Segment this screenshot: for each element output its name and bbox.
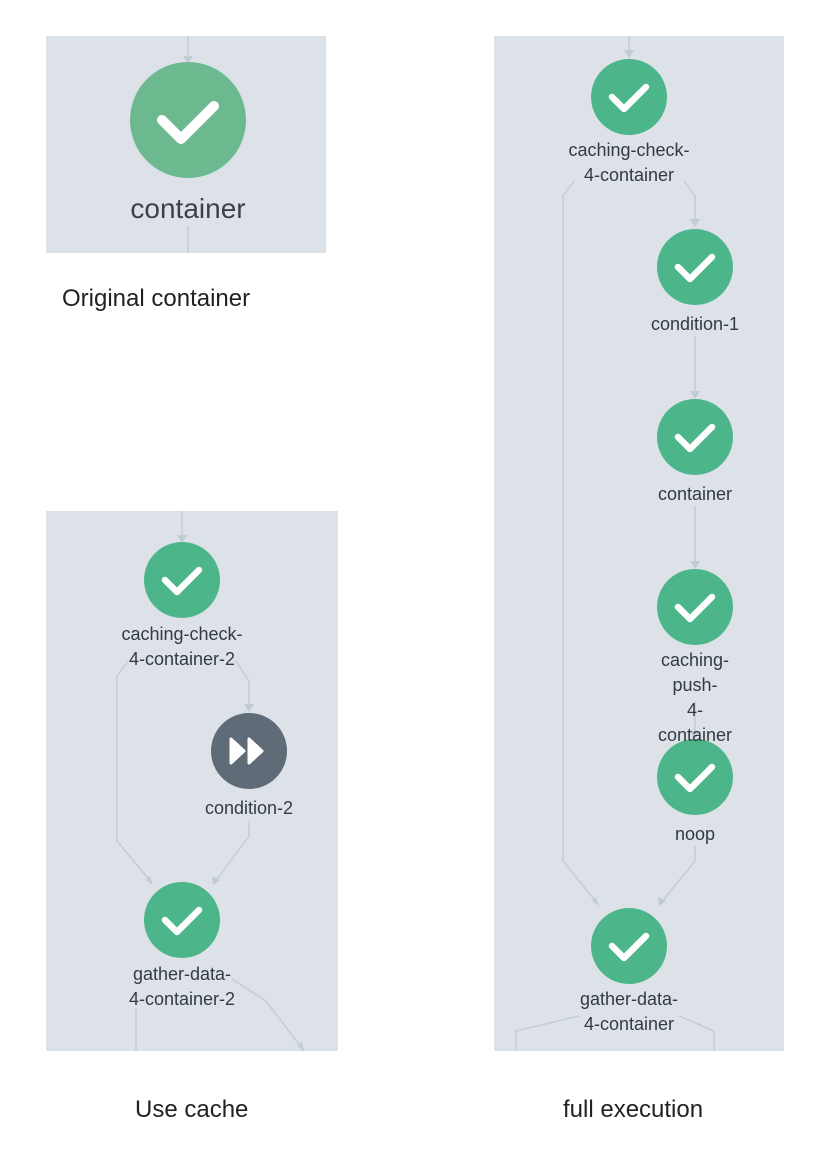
node-caching-check[interactable] (144, 542, 220, 618)
arrowhead (658, 897, 666, 906)
edge-condition-to-gather (213, 821, 250, 884)
node-condition-2[interactable] (211, 713, 287, 789)
use-cache-graph (116, 511, 305, 1051)
status-circle (130, 62, 246, 178)
node-container[interactable] (657, 399, 733, 475)
node-gather-data[interactable] (144, 882, 220, 958)
arrowhead (177, 535, 187, 543)
arrowhead (244, 704, 254, 712)
node-label: condition-1 (650, 314, 740, 334)
status-circle (144, 882, 220, 958)
status-circle (657, 739, 733, 815)
arrowhead (212, 876, 220, 885)
node-label: gather-data- 4-container (579, 989, 679, 1034)
original-graph (130, 36, 246, 253)
check-icon (674, 593, 716, 623)
fast-forward-icon (229, 737, 264, 765)
node-caching-push[interactable] (657, 569, 733, 645)
edge-check-to-gather (562, 180, 599, 905)
node-label: caching-push- 4-container (657, 650, 733, 745)
node-noop[interactable] (657, 739, 733, 815)
status-circle (657, 569, 733, 645)
full-execution-graph (515, 36, 733, 1051)
arrowhead (146, 876, 153, 885)
arrowhead (690, 219, 700, 227)
edge-check-to-condition (235, 660, 250, 711)
node-condition-1[interactable] (657, 229, 733, 305)
arrowhead (183, 56, 193, 64)
caption-original: Original container (62, 285, 251, 312)
arrowhead (690, 561, 700, 569)
status-circle (144, 542, 220, 618)
edge-check-to-condition (683, 180, 696, 226)
caption-full-execution: full execution (563, 1096, 704, 1123)
check-icon (608, 932, 650, 962)
arrowhead (690, 731, 700, 739)
edge-noop-to-gather (659, 846, 696, 905)
edge-check-to-gather (116, 660, 153, 884)
check-icon (608, 83, 650, 113)
node-label: gather-data- 4-container-2 (128, 964, 236, 1009)
check-icon (157, 101, 219, 144)
check-icon (674, 423, 716, 453)
node-label: condition-2 (204, 798, 294, 818)
node-caching-check[interactable] (591, 59, 667, 135)
original-container-panel: container (46, 36, 326, 253)
check-icon (674, 763, 716, 793)
status-circle (657, 229, 733, 305)
caption-use-cache: Use cache (135, 1096, 249, 1123)
edge-outgoing-right (231, 978, 305, 1051)
arrowhead (592, 897, 599, 906)
edge-outgoing-right (678, 1015, 715, 1051)
node-container[interactable] (130, 62, 246, 178)
node-label: noop (674, 824, 716, 844)
check-icon (161, 906, 203, 936)
full-execution-panel: caching-check- 4-container condition-1 c… (494, 36, 784, 1051)
check-icon (161, 566, 203, 596)
edge-outgoing-left (515, 1015, 580, 1051)
node-label: container (130, 193, 246, 224)
use-cache-panel: caching-check- 4-container-2 condition-2… (46, 511, 338, 1051)
check-icon (674, 253, 716, 283)
status-circle (591, 59, 667, 135)
status-circle (591, 908, 667, 984)
status-circle (657, 399, 733, 475)
arrowhead (624, 50, 634, 58)
node-label: caching-check- 4-container-2 (121, 624, 243, 669)
arrowhead (297, 1042, 304, 1051)
node-gather-data[interactable] (591, 908, 667, 984)
arrowhead (690, 391, 700, 399)
node-label: caching-check- 4-container (568, 140, 690, 185)
node-label: container (657, 484, 733, 504)
